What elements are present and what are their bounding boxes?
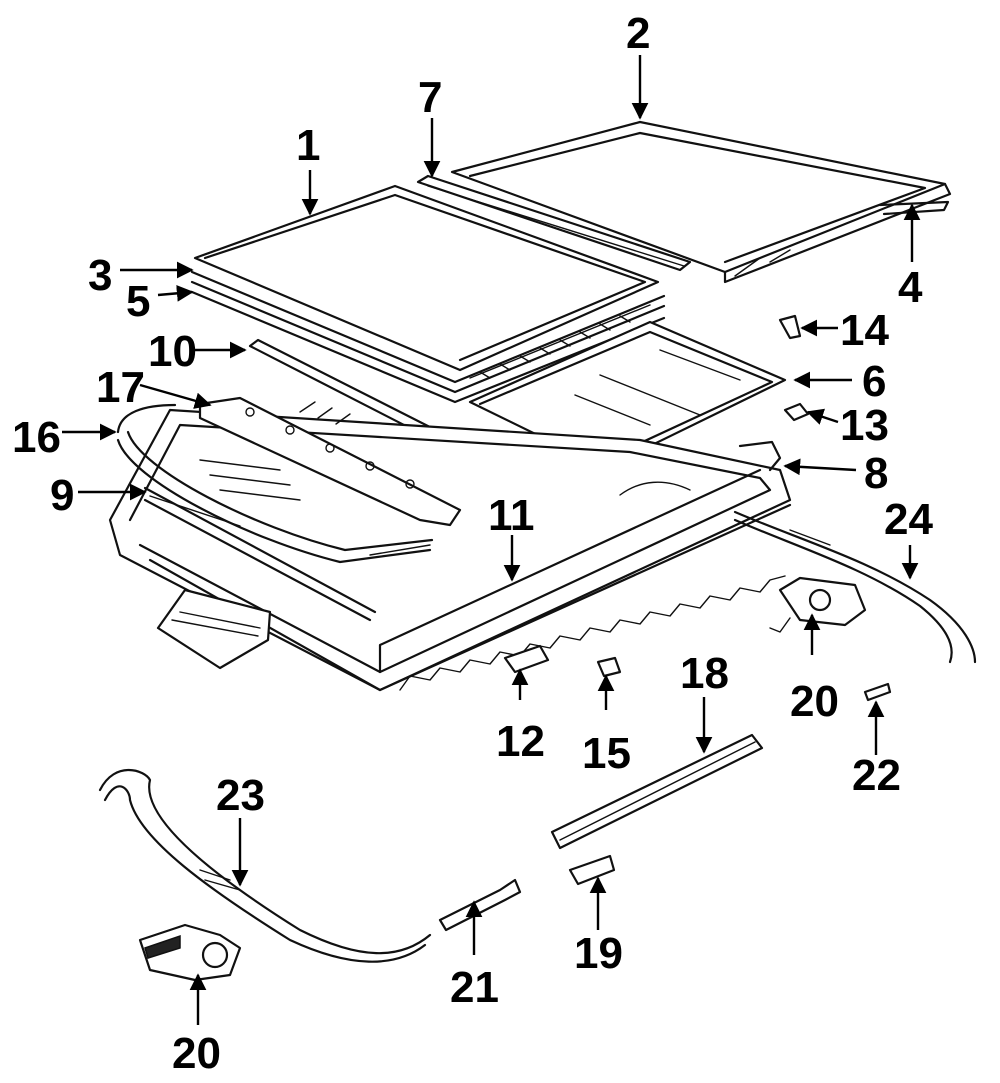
part-9-front-guide-rail <box>143 486 377 622</box>
callout-labels: 1 2 7 4 3 5 10 17 16 9 14 6 13 8 11 24 2… <box>12 9 933 1078</box>
callout-15: 15 <box>582 729 631 778</box>
callout-18: 18 <box>680 649 729 698</box>
callout-10: 10 <box>148 327 197 376</box>
callout-16: 16 <box>12 413 61 462</box>
callout-4: 4 <box>898 263 923 312</box>
part-15-stop-block <box>596 656 622 678</box>
callout-23: 23 <box>216 771 265 820</box>
part-18-trim-strip <box>550 733 764 850</box>
part-12-pad <box>503 644 550 674</box>
callout-6: 6 <box>862 357 886 406</box>
callout-17: 17 <box>96 363 145 412</box>
part-13-clip <box>783 402 810 422</box>
callout-leaders <box>62 55 921 1025</box>
part-1-front-glass-panel <box>193 184 660 372</box>
part-21-cable-bracket <box>438 878 522 932</box>
callout-14: 14 <box>840 306 889 355</box>
part-23-drive-cable-left <box>98 769 432 963</box>
callout-3: 3 <box>88 251 112 300</box>
callout-1: 1 <box>296 121 320 170</box>
part-17-rail-bracket <box>198 396 462 527</box>
part-3-glass-gasket <box>190 270 666 394</box>
part-8-frame-corner-bracket <box>738 440 782 472</box>
callout-20-right: 20 <box>790 677 839 726</box>
callout-12: 12 <box>496 717 545 766</box>
callout-11: 11 <box>488 491 535 540</box>
callout-5: 5 <box>126 277 150 326</box>
part-20-drive-motor-left <box>138 923 242 982</box>
part-19-bracket <box>568 854 616 886</box>
part-11-sunroof-housing-frame <box>108 408 792 692</box>
callout-24: 24 <box>884 495 933 544</box>
callout-13: 13 <box>840 401 889 450</box>
part-14-clip <box>778 314 802 340</box>
callout-19: 19 <box>574 929 623 978</box>
part-20-drive-motor-right <box>769 576 867 633</box>
callout-2: 2 <box>626 9 650 58</box>
part-2-rear-glass-panel <box>450 120 952 284</box>
part-16-rear-guide-rail <box>116 403 434 564</box>
callout-8: 8 <box>864 449 888 498</box>
callout-7: 7 <box>418 73 442 122</box>
drain-flap <box>156 588 272 670</box>
part-7-center-seal-strip <box>416 174 692 272</box>
callout-21: 21 <box>450 963 499 1012</box>
part-22-cable-clip <box>863 682 892 702</box>
callout-20-left: 20 <box>172 1029 221 1078</box>
callout-9: 9 <box>50 471 74 520</box>
part-24-drive-cable-right <box>733 510 977 664</box>
callout-22: 22 <box>852 751 901 800</box>
